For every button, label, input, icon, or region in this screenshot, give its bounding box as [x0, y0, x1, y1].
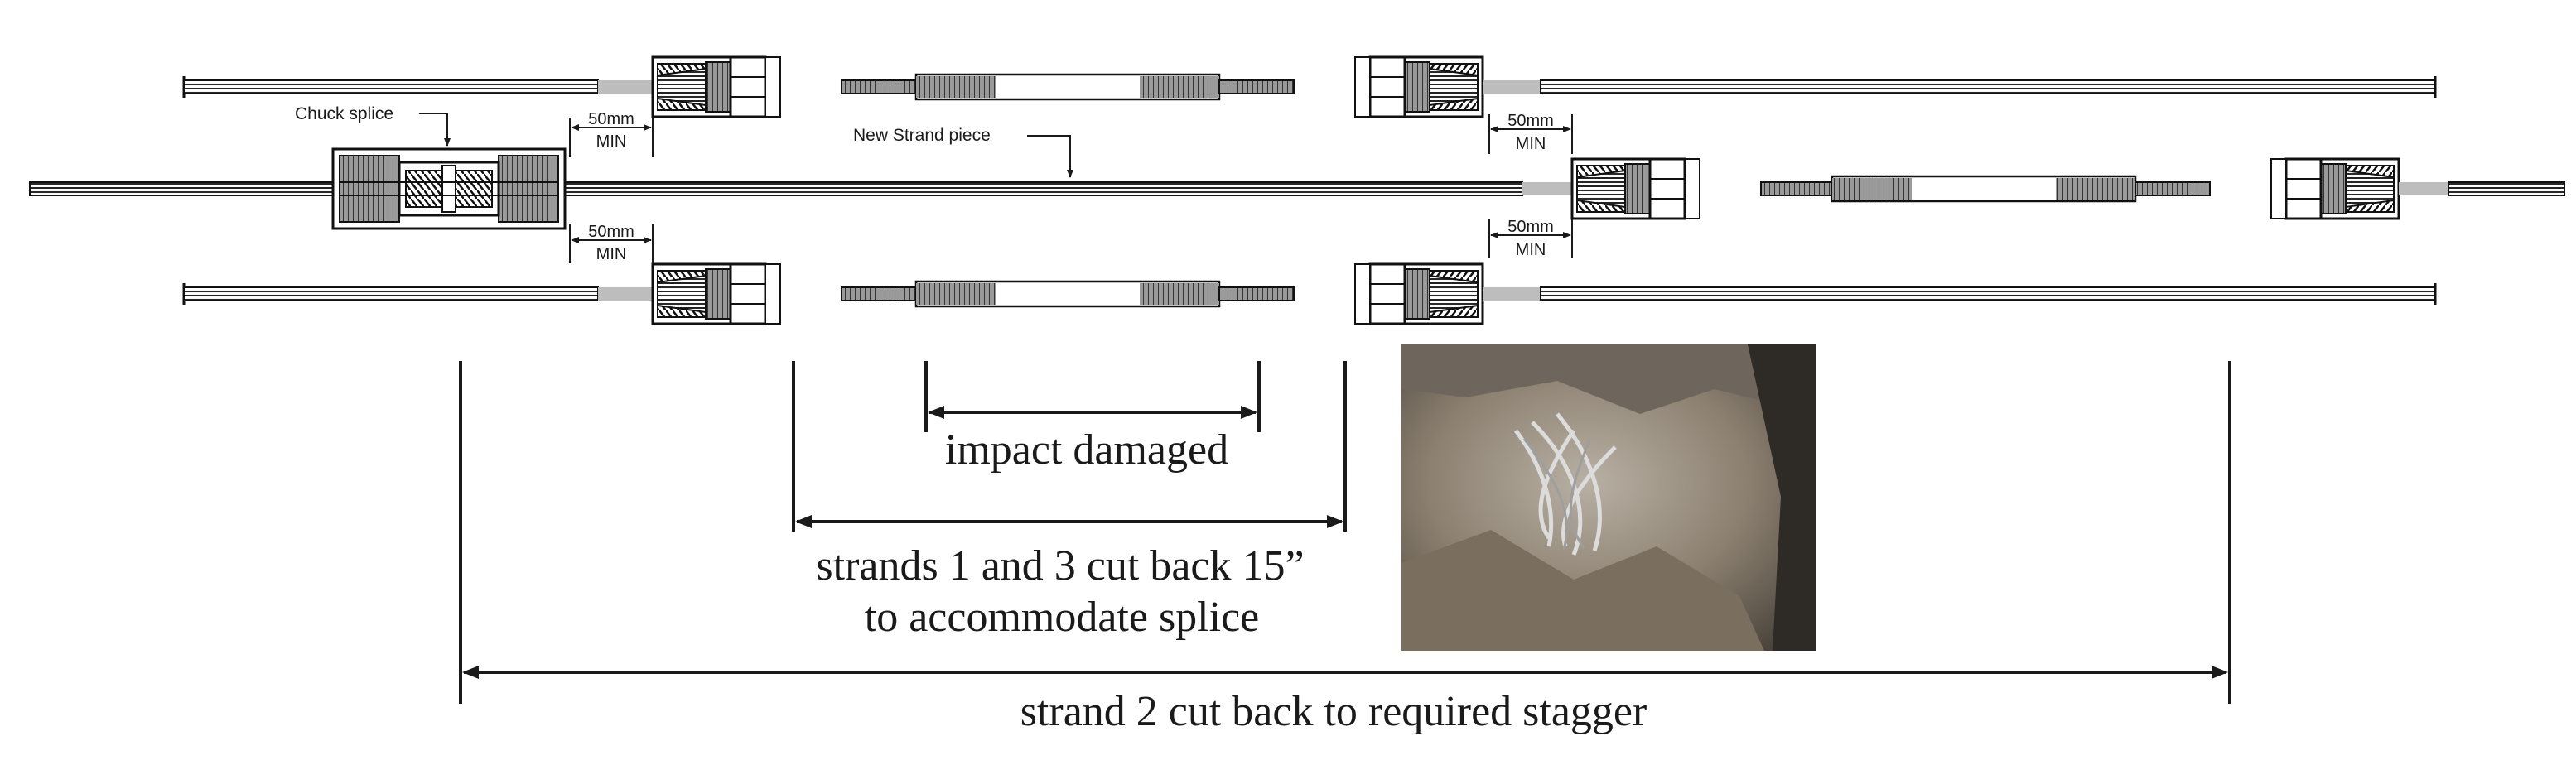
strand2-cut-label: strand 2 cut back to required stagger — [1020, 688, 1647, 735]
new-strand-piece-label: New Strand piece — [853, 126, 991, 145]
strands-cut-dimension: strands 1 and 3 cut back 15” to accommod… — [795, 515, 1343, 641]
reference-lines — [459, 361, 2231, 704]
min-dim-1-word: MIN — [596, 132, 627, 151]
strand-3 — [182, 262, 2437, 325]
min-dim-4: 50mm MIN — [1488, 218, 1573, 259]
strand2-cut-dimension: strand 2 cut back to required stagger — [462, 666, 2228, 735]
min-dim-2-word: MIN — [1516, 135, 1546, 153]
chuck-splice-callout: Chuck splice — [295, 104, 451, 147]
min-dim-3: 50mm MIN — [569, 223, 654, 263]
chuck-splice-label: Chuck splice — [295, 104, 393, 123]
min-dim-2-value: 50mm — [1507, 112, 1554, 130]
new-strand-callout: New Strand piece — [853, 126, 1073, 178]
min-dim-1: 50mm MIN — [569, 110, 654, 157]
impact-damaged-label: impact damaged — [945, 426, 1228, 474]
strands-cut-label-line2: to accommodate splice — [865, 594, 1259, 641]
chuck-splice — [331, 147, 567, 230]
min-dim-1-value: 50mm — [588, 110, 634, 128]
min-dim-3-word: MIN — [596, 245, 627, 263]
min-dim-4-word: MIN — [1516, 241, 1546, 259]
strand-1 — [182, 55, 2437, 118]
min-dim-2: 50mm MIN — [1488, 112, 1573, 154]
min-dim-4-value: 50mm — [1507, 218, 1554, 236]
strands-cut-label-line1: strands 1 and 3 cut back 15” — [816, 542, 1304, 589]
impact-damaged-dimension: impact damaged — [928, 406, 1257, 474]
strand-2 — [29, 147, 2565, 230]
min-dim-3-value: 50mm — [588, 223, 634, 241]
damage-photo — [1401, 344, 1816, 651]
